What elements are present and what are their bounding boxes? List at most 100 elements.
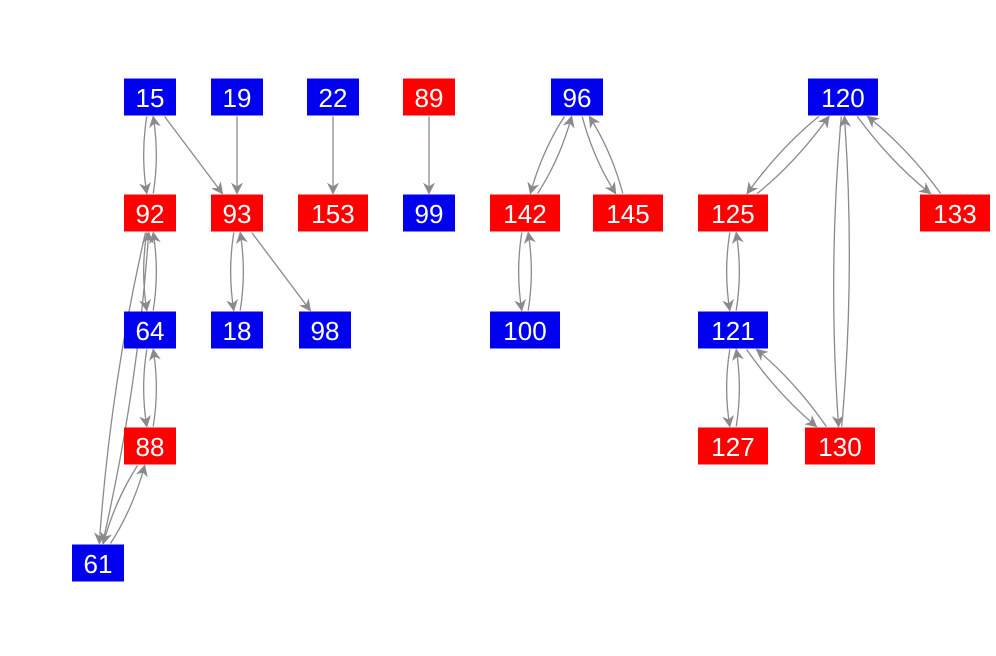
node-93: 93 [211,194,263,232]
node-label-121: 121 [711,316,754,346]
node-box-18 [211,311,263,349]
edge-15-to-92 [139,116,151,195]
node-box-96 [551,78,603,116]
node-133: 133 [920,194,990,232]
node-box-145 [593,194,663,232]
edge-145-to-96 [588,115,624,194]
node-label-130: 130 [818,432,861,462]
edges-layer [94,115,942,545]
node-label-145: 145 [606,199,649,229]
edge-142-to-100 [514,232,527,312]
node-box-120 [808,78,878,116]
node-142: 142 [490,194,560,232]
node-label-142: 142 [503,199,546,229]
node-box-22 [307,78,359,116]
node-label-61: 61 [84,549,113,579]
edge-64-to-92 [148,231,161,311]
node-label-96: 96 [563,83,592,113]
node-box-89 [403,78,455,116]
edge-133-to-120 [866,115,942,194]
edge-96-to-145 [581,116,617,195]
node-box-93 [211,194,263,232]
node-18: 18 [211,311,263,349]
edge-92-to-61 [94,232,147,545]
edge-121-to-130 [746,349,818,428]
node-box-121 [698,311,768,349]
node-box-127 [698,427,768,465]
node-box-19 [211,78,263,116]
node-label-88: 88 [136,432,165,462]
edge-120-to-133 [856,116,932,195]
edge-93-to-98 [251,232,312,312]
node-96: 96 [551,78,603,116]
node-box-142 [490,194,560,232]
edge-121-to-127 [722,349,734,428]
node-box-99 [403,194,455,232]
node-label-99: 99 [415,199,444,229]
node-120: 120 [808,78,878,116]
edge-61-to-92 [101,231,154,544]
node-box-64 [124,311,176,349]
edge-127-to-121 [732,348,744,427]
node-88: 88 [124,427,176,465]
node-15: 15 [124,78,176,116]
node-label-153: 153 [311,199,354,229]
node-label-120: 120 [821,83,864,113]
node-box-92 [124,194,176,232]
node-64: 64 [124,311,176,349]
nodes-layer: 15 19 22 89 96 120 92 93 153 99 142 145 125 133 64 18 98… [72,78,990,582]
node-130: 130 [805,427,875,465]
node-box-100 [490,311,560,349]
node-label-133: 133 [933,199,976,229]
node-89: 89 [403,78,455,116]
node-box-125 [698,194,768,232]
edge-125-to-121 [722,232,735,312]
node-box-133 [920,194,990,232]
node-label-92: 92 [136,199,165,229]
node-92: 92 [124,194,176,232]
node-121: 121 [698,311,768,349]
node-box-88 [124,427,176,465]
edge-130-to-121 [755,348,827,427]
node-box-15 [124,78,176,116]
node-100: 100 [490,311,560,349]
edge-120-to-125 [746,115,820,195]
node-127: 127 [698,427,768,465]
edge-120-to-130 [831,116,844,428]
node-label-125: 125 [711,199,754,229]
edge-125-to-120 [756,115,830,195]
node-label-19: 19 [223,83,252,113]
node-22: 22 [307,78,359,116]
edge-15-to-93 [164,116,224,195]
node-19: 19 [211,78,263,116]
edge-100-to-142 [523,231,536,311]
node-153: 153 [298,194,368,232]
node-box-61 [72,544,124,582]
edge-121-to-125 [731,231,744,311]
node-99: 99 [403,194,455,232]
node-label-18: 18 [223,316,252,346]
node-box-130 [805,427,875,465]
node-label-15: 15 [136,83,165,113]
edge-64-to-88 [139,349,151,428]
node-label-22: 22 [319,83,348,113]
edge-88-to-64 [149,348,161,427]
edge-92-to-15 [149,115,161,194]
node-145: 145 [593,194,663,232]
node-label-89: 89 [415,83,444,113]
node-label-98: 98 [311,316,340,346]
node-label-93: 93 [223,199,252,229]
node-label-100: 100 [503,316,546,346]
node-125: 125 [698,194,768,232]
edge-142-to-96 [537,115,575,194]
edge-61-to-88 [109,464,148,544]
node-label-64: 64 [136,316,165,346]
edge-93-to-18 [226,232,239,312]
edge-96-to-142 [527,116,565,195]
node-box-98 [299,311,351,349]
edge-18-to-93 [235,231,248,311]
node-label-127: 127 [711,432,754,462]
node-61: 61 [72,544,124,582]
edge-88-to-61 [100,465,139,545]
